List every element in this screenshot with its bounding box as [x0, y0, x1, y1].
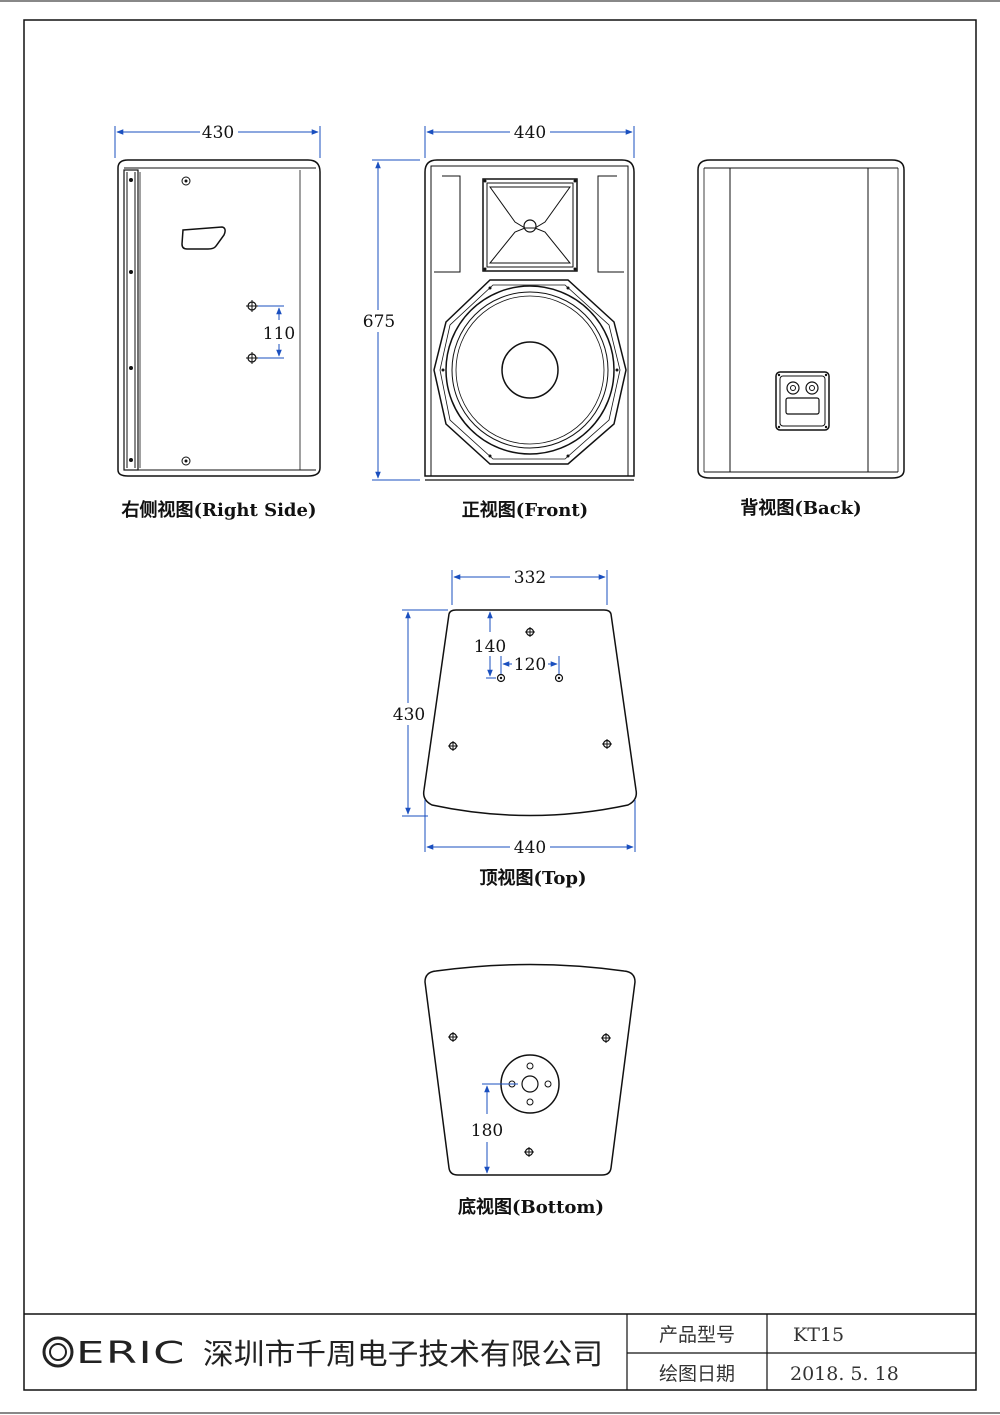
title-block: ERIC 深圳市千周电子技术有限公司 产品型号 KT15 绘图日期 2018. … — [24, 1313, 976, 1390]
front-height-dim: 675 — [363, 312, 395, 332]
model-label: 产品型号 — [659, 1324, 735, 1346]
right-side-caption: 右侧视图(Right Side) — [122, 499, 317, 521]
handle-recess-icon — [181, 226, 226, 250]
front-caption: 正视图(Front) — [462, 499, 588, 521]
woofer-icon — [433, 279, 627, 465]
top-screw-icon — [181, 176, 191, 186]
top-width-dim: 332 — [514, 568, 546, 588]
mount-point-upper-icon — [246, 300, 258, 312]
top-depth-dim: 430 — [393, 705, 425, 725]
right-side-width-dim: 430 — [202, 123, 234, 143]
date-value: 2018. 5. 18 — [790, 1363, 899, 1385]
company-name: 深圳市千周电子技术有限公司 — [203, 1337, 603, 1371]
left-rigging-point-icon — [448, 741, 458, 751]
front-outline — [424, 159, 635, 477]
fly-point-left-icon — [496, 673, 506, 683]
speakon-jack-left-icon — [786, 381, 800, 395]
bottom-left-rigging-point-icon — [448, 1032, 458, 1042]
bottom-dim-180: 180 — [471, 1121, 503, 1141]
top-dim-120: 120 — [514, 655, 546, 675]
date-label: 绘图日期 — [659, 1363, 735, 1385]
fly-point-right-icon — [554, 673, 564, 683]
top-view: 332 430 140 1 — [392, 566, 638, 889]
speakon-jack-right-icon — [805, 381, 819, 395]
input-panel-icon — [775, 371, 830, 431]
pole-mount-cup-icon — [500, 1054, 560, 1114]
front-view: 440 675 — [362, 120, 635, 521]
hole-spacing-dim: 110 — [263, 324, 295, 344]
bottom-rear-rigging-point-icon — [524, 1147, 534, 1157]
bottom-outline — [424, 963, 636, 1176]
back-outline — [697, 159, 905, 479]
bottom-screw-icon — [181, 456, 191, 466]
right-side-view: 430 110 右侧视图(Right Side) — [114, 120, 321, 521]
top-outline — [422, 609, 638, 817]
right-side-outline — [117, 159, 321, 477]
bottom-caption: 底视图(Bottom) — [458, 1196, 604, 1218]
top-caption: 顶视图(Top) — [480, 867, 587, 889]
mount-point-lower-icon — [246, 352, 258, 364]
top-bottom-width-dim: 440 — [514, 838, 546, 858]
bottom-view: 180 底视图(Bottom) — [424, 963, 636, 1218]
logo-text: ERIC — [76, 1336, 186, 1371]
back-view: 背视图(Back) — [697, 159, 905, 519]
back-caption: 背视图(Back) — [740, 497, 861, 519]
logo-mark-icon — [42, 1336, 74, 1368]
top-dim-140: 140 — [474, 637, 506, 657]
top-rigging-point-icon — [525, 627, 535, 637]
horn-tweeter-icon — [482, 178, 578, 272]
right-rigging-point-icon — [602, 739, 612, 749]
bottom-right-rigging-point-icon — [601, 1033, 611, 1043]
model-value: KT15 — [793, 1324, 844, 1346]
front-width-dim: 440 — [514, 123, 546, 143]
sheet-border — [23, 19, 977, 1391]
company-logo: ERIC — [42, 1336, 186, 1371]
